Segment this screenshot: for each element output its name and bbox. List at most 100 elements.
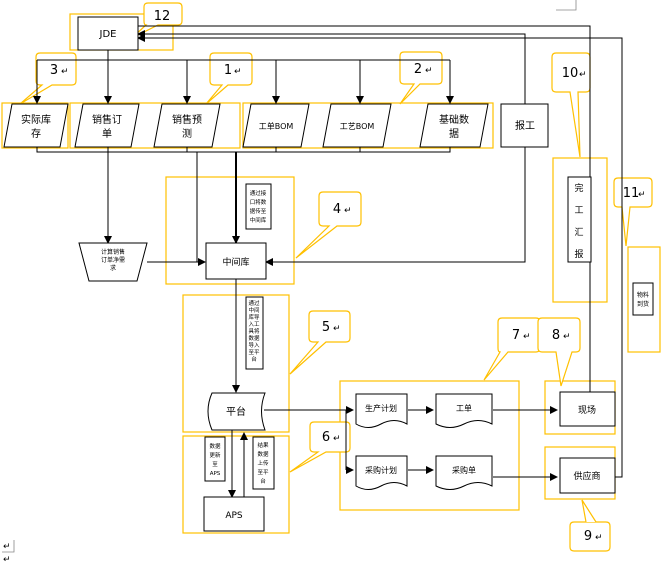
base-data-label-1: 基础数 bbox=[439, 113, 469, 126]
paragraph-mark: ↵ bbox=[234, 67, 242, 77]
note-manual-line: 具将 bbox=[248, 327, 260, 335]
supplier-box bbox=[559, 457, 616, 494]
note-upload-line: 至平 bbox=[257, 469, 269, 476]
report-summary-char: 完 bbox=[574, 182, 583, 194]
note-update-line: 数据 bbox=[209, 442, 221, 450]
note-manual-line: 通过 bbox=[248, 299, 260, 307]
paragraph-mark: ↵ bbox=[579, 70, 587, 80]
group-intermediate bbox=[165, 176, 295, 285]
callout-8 bbox=[537, 317, 581, 387]
production-plan-shape bbox=[355, 393, 408, 428]
callout-number-12: 12 bbox=[154, 9, 171, 24]
base-data-label-2: 据 bbox=[449, 127, 459, 140]
aps-label: APS bbox=[225, 511, 243, 521]
jde-box bbox=[77, 16, 139, 51]
note-upload-line: 台 bbox=[260, 477, 266, 485]
callout-number-7: 7 bbox=[512, 328, 520, 343]
note-manual-box bbox=[245, 296, 264, 370]
page-corner-marks bbox=[2, 0, 577, 553]
paragraph-mark: ↵ bbox=[344, 206, 352, 216]
note-interface-line: 中间库 bbox=[250, 216, 267, 224]
report-summary-char: 报 bbox=[574, 248, 583, 260]
work-order-label: 工单 bbox=[456, 403, 472, 413]
note-manual-line: 中间 bbox=[248, 306, 259, 314]
work-bom-label: 工单BOM bbox=[259, 121, 294, 131]
jde-label: JDE bbox=[99, 29, 117, 40]
paragraph-mark: ↵ bbox=[61, 67, 69, 77]
group-material-arrival bbox=[627, 246, 661, 353]
inventory-label-1: 实际库 bbox=[21, 113, 51, 126]
note-update-line: APS bbox=[210, 471, 221, 477]
note-manual-line: 库导 bbox=[248, 313, 260, 321]
sales-forecast-shape bbox=[153, 103, 221, 148]
callout-number-5: 5 bbox=[322, 320, 330, 335]
note-manual-line: 数据 bbox=[248, 334, 260, 342]
note-interface-box bbox=[245, 183, 272, 230]
callout-2 bbox=[399, 51, 443, 105]
note-update-box bbox=[204, 436, 226, 482]
labels: JDE 实际库 存 销售订 单 销售预 测 工单BOM 工艺BOM 基础数 据 … bbox=[21, 29, 649, 521]
note-manual-line: 台 bbox=[251, 355, 257, 363]
bus-bottom bbox=[36, 147, 451, 153]
connectors bbox=[33, 25, 623, 498]
group-report-summary bbox=[552, 157, 608, 303]
aps-box bbox=[203, 496, 265, 532]
callout-number-1: 1 bbox=[224, 63, 232, 78]
note-manual-line: 入工 bbox=[248, 321, 260, 328]
report-summary-text: 完 工 汇 报 bbox=[574, 182, 583, 260]
group-sales bbox=[69, 102, 241, 149]
callout-numbers: 12 3 1 2 10 11 4 5 6 7 8 9 bbox=[50, 9, 639, 544]
shop-floor-box bbox=[559, 391, 616, 427]
material-arrival-text: 物料 到货 bbox=[637, 291, 649, 308]
callout-12 bbox=[131, 2, 183, 39]
callout-4 bbox=[295, 191, 362, 259]
material-arrival-line: 物料 bbox=[637, 291, 649, 299]
callout-6 bbox=[289, 421, 351, 473]
sales-order-shape bbox=[74, 103, 140, 148]
note-upload-box bbox=[252, 436, 275, 490]
note-manual-line: 至平 bbox=[248, 349, 260, 356]
material-arrival-box bbox=[632, 282, 654, 316]
callout-11 bbox=[613, 177, 653, 247]
material-arrival-line: 到货 bbox=[637, 300, 649, 308]
calc-demand-label-1: 计算销售 bbox=[101, 248, 125, 256]
sales-order-label-1: 销售订 bbox=[92, 113, 122, 126]
purchase-order-label: 采购单 bbox=[452, 465, 476, 475]
callout-9 bbox=[569, 499, 611, 552]
paragraph-mark: ↵ bbox=[523, 332, 531, 342]
report-summary-box bbox=[567, 176, 592, 263]
platform-shape bbox=[207, 392, 266, 431]
highlight-groups bbox=[1, 13, 661, 534]
report-work-label: 报工 bbox=[515, 119, 535, 132]
note-upload-line: 上传 bbox=[257, 459, 269, 467]
sales-forecast-label-1: 销售预 bbox=[172, 113, 202, 126]
note-interface-line: 据传至 bbox=[250, 207, 267, 215]
note-update-line: 至 bbox=[212, 461, 218, 468]
note-upload-line: 数据 bbox=[257, 450, 269, 458]
paragraph-marks: ↵ ↵ ↵ ↵ ↵ ↵ ↵ ↵ ↵ ↵ ↵ ↵ ↵ bbox=[3, 66, 646, 565]
callout-number-10: 10 bbox=[562, 66, 579, 81]
note-interface-line: 通过接 bbox=[250, 189, 267, 197]
group-bom-base bbox=[242, 102, 494, 149]
report-summary-char: 汇 bbox=[574, 227, 583, 238]
note-upload-line: 结果 bbox=[257, 441, 269, 449]
note-interface-line: 口将数 bbox=[250, 198, 267, 206]
report-work-box bbox=[500, 103, 549, 148]
supplier-label: 供应商 bbox=[573, 470, 600, 482]
shop-floor-label: 现场 bbox=[578, 405, 596, 416]
shopfloor-report bbox=[132, 25, 591, 392]
inventory-shape bbox=[3, 103, 69, 148]
purchase-plan-shape bbox=[355, 455, 408, 490]
callout-1 bbox=[205, 52, 253, 105]
callout-5 bbox=[289, 310, 351, 375]
supplier-arrival bbox=[137, 34, 623, 478]
calc-demand-label-2: 订单净需 bbox=[101, 256, 125, 264]
purchase-order-shape bbox=[435, 455, 493, 490]
paragraph-mark: ↵ bbox=[3, 542, 11, 552]
paragraph-mark: ↵ bbox=[638, 190, 646, 200]
work-bom-shape bbox=[242, 103, 310, 148]
calc-demand-label-3: 求 bbox=[110, 264, 116, 272]
callout-number-3: 3 bbox=[50, 63, 58, 78]
sales-order-label-2: 单 bbox=[102, 128, 112, 140]
